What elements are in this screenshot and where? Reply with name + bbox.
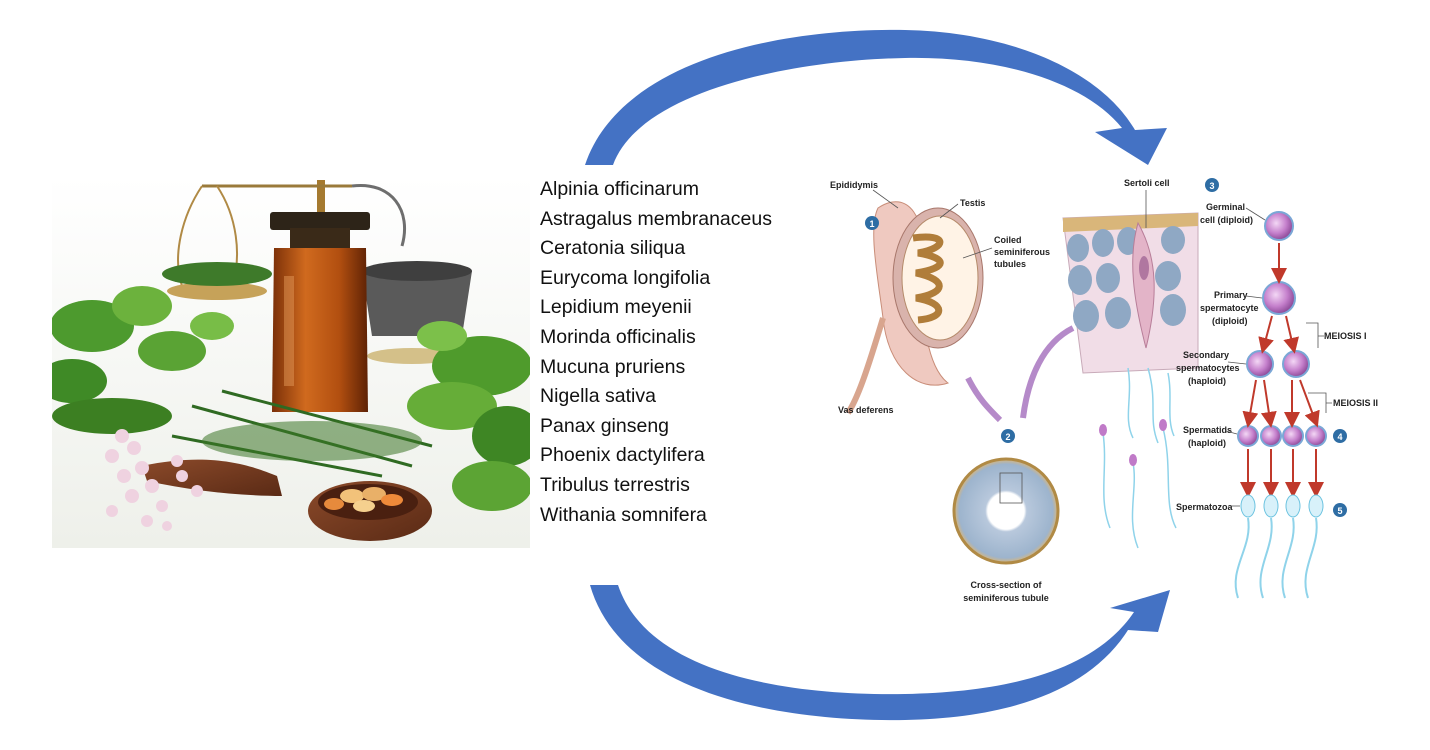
mint-leaves-icon	[52, 286, 234, 434]
label-meiosis-2: MEIOSIS II	[1333, 398, 1378, 408]
label-epididymis: Epididymis	[830, 180, 878, 190]
label-sertoli-cell: Sertoli cell	[1124, 178, 1170, 188]
spermatozoa	[1240, 494, 1324, 518]
label-secondary-2: spermatocytes	[1176, 363, 1240, 373]
label-cross-section-2: seminiferous tubule	[963, 593, 1049, 603]
step-badge	[1333, 503, 1347, 517]
amber-bottle-icon	[270, 212, 370, 412]
plant-list: Alpinia officinarum Astragalus membranac…	[540, 175, 772, 530]
purple-arrow	[965, 376, 1003, 423]
step-badge	[865, 216, 879, 230]
testis-illustration	[845, 201, 984, 415]
step-badge	[1333, 429, 1347, 443]
plant-name: Withania somnifera	[540, 503, 707, 526]
herbal-medicine-image	[52, 176, 530, 548]
step-number: 4	[1337, 432, 1342, 442]
yarrow-flowers-icon	[105, 429, 203, 531]
wooden-spoon-icon	[142, 459, 432, 541]
herb-leaves-icon	[407, 321, 530, 511]
plant-name: Astragalus membranaceus	[540, 207, 772, 230]
label-secondary-3: (haploid)	[1188, 376, 1226, 386]
plant-name: Mucuna pruriens	[540, 355, 686, 378]
label-cross-section: Cross-section of	[970, 580, 1042, 590]
label-meiosis-1: MEIOSIS I	[1324, 331, 1367, 341]
label-spermatozoa: Spermatozoa	[1176, 502, 1234, 512]
step-number: 5	[1337, 506, 1342, 516]
plant-name: Alpinia officinarum	[540, 178, 699, 200]
label-primary: Primary	[1214, 290, 1248, 300]
tubule-cross-section	[952, 457, 1060, 565]
plant-name: Lepidium meyenii	[540, 296, 692, 319]
sperm-tails	[1102, 367, 1177, 549]
label-coiled-2: seminiferous	[994, 247, 1050, 257]
plant-name: Ceratonia siliqua	[540, 237, 686, 260]
label-secondary: Secondary	[1183, 350, 1229, 360]
label-coiled-3: tubules	[994, 259, 1026, 269]
label-primary-3: (diploid)	[1212, 316, 1248, 326]
step-badge	[1205, 178, 1219, 192]
plant-name: Panax ginseng	[540, 414, 670, 437]
spermatogenesis-diagram: 1 Epididymis Testis Coiled seminiferous …	[830, 178, 1378, 603]
plant-name: Morinda officinalis	[540, 325, 696, 348]
step-number: 2	[1005, 432, 1010, 442]
plant-name: Phoenix dactylifera	[540, 444, 705, 467]
plant-name: Nigella sativa	[540, 385, 656, 408]
label-coiled: Coiled	[994, 235, 1022, 245]
red-arrows	[1240, 243, 1324, 498]
scale-icon	[167, 180, 472, 364]
purple-arrow	[1020, 325, 1075, 419]
label-spermatids-2: (haploid)	[1188, 438, 1226, 448]
step-number: 3	[1209, 181, 1214, 191]
seminiferous-epithelium	[1062, 212, 1199, 374]
top-curved-arrow	[585, 29, 1167, 165]
plant-name: Eurycoma longifolia	[540, 266, 711, 289]
step-badge	[1001, 429, 1015, 443]
plant-name: Tribulus terrestris	[540, 473, 690, 496]
step-number: 1	[869, 219, 874, 229]
label-testis: Testis	[960, 198, 985, 208]
label-germinal: Germinal	[1206, 202, 1245, 212]
label-primary-2: spermatocyte	[1200, 303, 1259, 313]
bottom-curved-arrow	[590, 585, 1170, 721]
label-spermatids: Spermatids	[1183, 425, 1232, 435]
germ-cell-lineage	[1237, 211, 1327, 447]
label-germinal-2: cell (diploid)	[1200, 215, 1253, 225]
label-vas-deferens: Vas deferens	[838, 405, 894, 415]
